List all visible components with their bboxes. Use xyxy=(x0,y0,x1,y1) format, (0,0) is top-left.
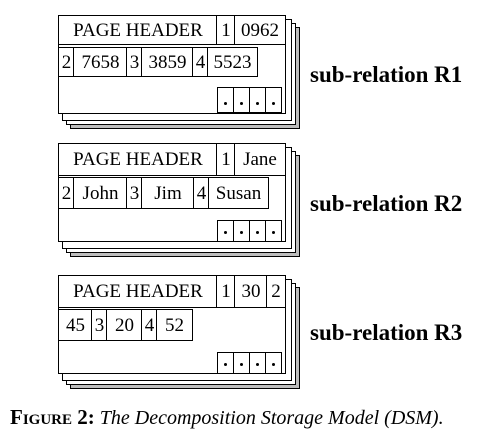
slot-pointer xyxy=(234,88,250,112)
value-cell: 7658 xyxy=(73,47,128,77)
value-cell: 3859 xyxy=(141,47,194,77)
value-cell: John xyxy=(73,177,128,209)
slot-pointer xyxy=(218,221,234,241)
value-cell: Jane xyxy=(234,143,286,176)
tuple-id-cell: 1 xyxy=(216,15,236,45)
figure-caption: Figure 2: The Decomposition Storage Mode… xyxy=(10,405,444,430)
tuple-id-cell: 3 xyxy=(126,47,143,77)
tuple-id-cell: 1 xyxy=(216,275,236,308)
slot-directory xyxy=(217,87,282,113)
page-header-cell: PAGE HEADER xyxy=(58,143,218,176)
sub-relation-label: sub-relation R2 xyxy=(310,191,463,216)
value-cell: 52 xyxy=(156,309,193,341)
value-cell: 20 xyxy=(106,309,143,341)
value-cell: 45 xyxy=(58,309,93,341)
slot-pointer xyxy=(266,88,281,112)
slot-pointer xyxy=(250,353,266,373)
page-front: PAGE HEADER 1 Jane 2 John 3 Jim 4 Susan xyxy=(58,143,286,242)
value-cell: 30 xyxy=(234,275,268,308)
slot-pointer xyxy=(266,353,281,373)
tuple-id-cell: 2 xyxy=(266,275,286,308)
slot-pointer xyxy=(250,88,266,112)
page-header-cell: PAGE HEADER xyxy=(58,15,218,45)
slot-directory xyxy=(217,352,282,374)
slot-pointer xyxy=(266,221,281,241)
slot-pointer xyxy=(234,353,250,373)
tuple-id-cell: 1 xyxy=(216,143,236,176)
slot-directory xyxy=(217,220,282,242)
sub-relation-label: sub-relation R3 xyxy=(310,320,463,345)
slot-pointer xyxy=(218,88,234,112)
sub-relation-label: sub-relation R1 xyxy=(310,62,463,87)
value-cell: Susan xyxy=(208,177,269,209)
value-cell: 5523 xyxy=(207,47,258,77)
slot-pointer xyxy=(218,353,234,373)
page-front: PAGE HEADER 1 30 2 45 3 20 4 52 xyxy=(58,275,286,374)
caption-text: The Decomposition Storage Model (DSM). xyxy=(99,407,444,429)
page-front: PAGE HEADER 1 0962 2 7658 3 3859 4 5523 xyxy=(58,15,286,114)
value-cell: Jim xyxy=(141,177,195,209)
page-header-cell: PAGE HEADER xyxy=(58,275,218,308)
figure-number: Figure 2: xyxy=(10,405,95,429)
value-cell: 0962 xyxy=(234,15,286,45)
slot-pointer xyxy=(250,221,266,241)
slot-pointer xyxy=(234,221,250,241)
